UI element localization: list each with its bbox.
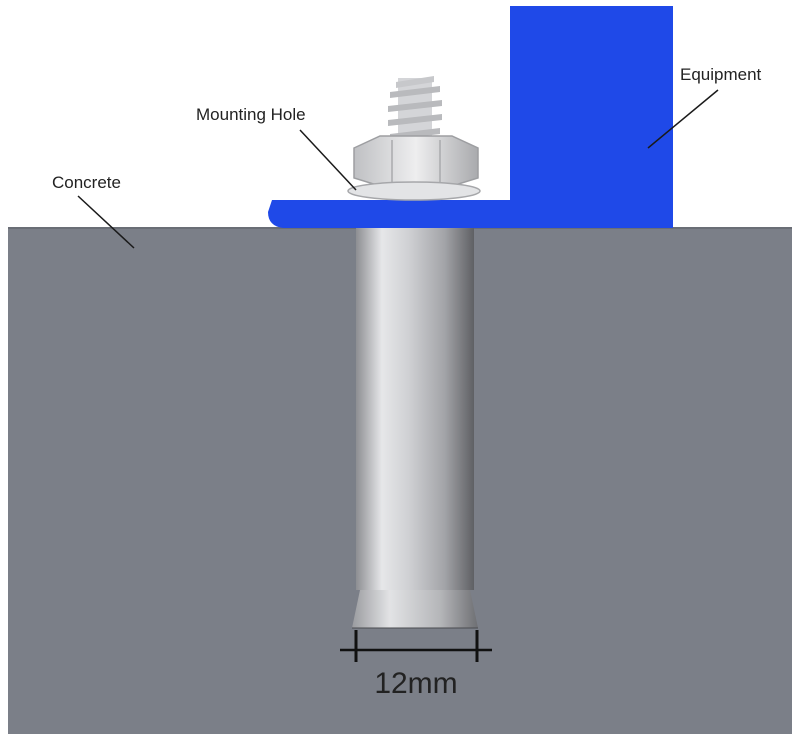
concrete-leader-line	[77, 195, 135, 249]
equipment-leader-line	[647, 89, 719, 149]
equipment-label: Equipment	[680, 65, 762, 84]
anchor-bolt	[347, 76, 481, 629]
equipment-bracket	[268, 6, 673, 228]
bolt-cone	[352, 590, 478, 628]
mounting-hole-leader-line	[299, 129, 357, 191]
bolt-shaft	[356, 228, 474, 590]
dimension-marker	[340, 630, 492, 662]
washer	[347, 181, 481, 201]
dimension-label: 12mm	[374, 667, 457, 700]
concrete-label: Concrete	[52, 173, 121, 192]
hex-nut	[353, 135, 479, 187]
mounting-hole-label: Mounting Hole	[196, 105, 306, 124]
